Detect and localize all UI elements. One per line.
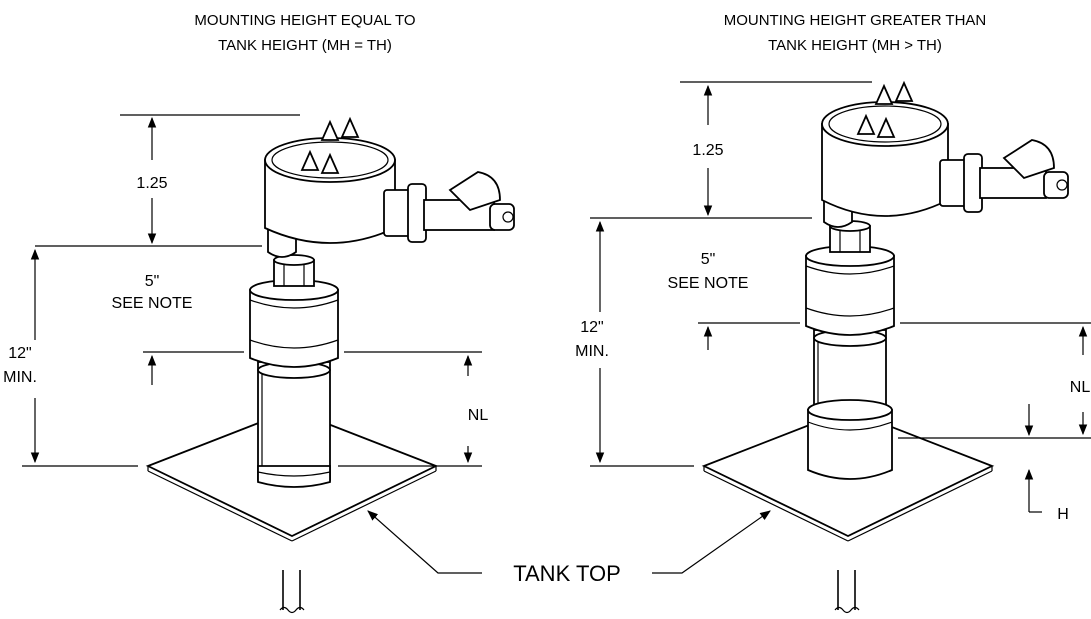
right-conduit-fitting bbox=[939, 139, 1069, 213]
right-title-line2: TANK HEIGHT (MH > TH) bbox=[768, 37, 942, 54]
right-dim-h: H bbox=[1057, 506, 1069, 523]
right-dim-12in: 12" bbox=[580, 319, 603, 336]
left-view: MOUNTING HEIGHT EQUAL TO TANK HEIGHT (MH… bbox=[3, 12, 515, 614]
right-title-line1: MOUNTING HEIGHT GREATER THAN bbox=[724, 12, 987, 29]
left-dim-12in: 12" bbox=[8, 345, 31, 362]
left-dim-1-25: 1.25 bbox=[136, 175, 167, 192]
right-dim-1-25: 1.25 bbox=[692, 142, 723, 159]
left-hex-fitting bbox=[273, 254, 315, 287]
right-probe-cap bbox=[807, 409, 893, 480]
left-conduit-fitting bbox=[383, 171, 515, 243]
right-sensor-body bbox=[805, 245, 895, 347]
tank-top-label: TANK TOP bbox=[513, 561, 621, 586]
left-title-line1: MOUNTING HEIGHT EQUAL TO bbox=[194, 12, 415, 29]
left-probe-tube bbox=[257, 361, 331, 488]
left-dim-nl: NL bbox=[468, 407, 489, 424]
right-dim-nl: NL bbox=[1070, 379, 1091, 396]
left-sensor-body bbox=[249, 279, 339, 379]
left-dim-min: MIN. bbox=[3, 369, 37, 386]
left-support-post bbox=[279, 570, 305, 614]
left-housing bbox=[264, 116, 396, 244]
right-view: MOUNTING HEIGHT GREATER THAN TANK HEIGHT… bbox=[575, 12, 1091, 614]
right-support-post bbox=[834, 570, 860, 614]
left-dim-5in: 5" bbox=[145, 273, 160, 290]
right-dim-min: MIN. bbox=[575, 343, 609, 360]
right-dim-see-note: SEE NOTE bbox=[668, 275, 749, 292]
tank-top-callout: TANK TOP bbox=[367, 510, 771, 586]
right-dim-5in: 5" bbox=[701, 251, 716, 268]
left-dim-see-note: SEE NOTE bbox=[112, 295, 193, 312]
left-title-line2: TANK HEIGHT (MH = TH) bbox=[218, 37, 392, 54]
right-housing bbox=[821, 80, 949, 217]
